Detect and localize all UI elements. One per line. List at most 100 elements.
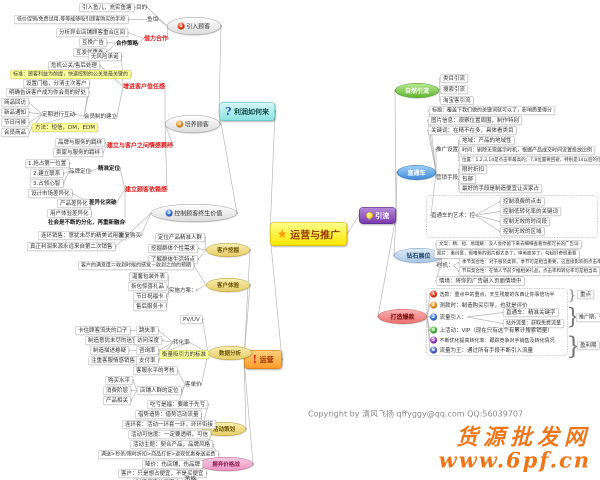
node-loss-is-gain[interactable]: 吃亏是福：要敢于先亏 (147, 400, 208, 409)
node-service-assessment[interactable]: 客服水平的考核 (133, 366, 178, 375)
node-promo-ranking[interactable]: 满送>秒杀/限时折扣>商品打折>返现优惠券送运费 (98, 450, 219, 459)
node-customer-mining[interactable]: 客户挖掘 (206, 243, 250, 257)
node-fill-pond[interactable]: 引入鱼儿，充实鱼塘 (79, 3, 135, 12)
node-diamond-timing[interactable]: 时机： (437, 262, 454, 269)
node-new-item-notice[interactable]: 新品通知 (1, 108, 29, 117)
node-data-analysis[interactable]: 数据分析 (208, 346, 252, 360)
node-target-crowd[interactable]: 定位产品精准人群 (155, 233, 205, 242)
node-build-reliance[interactable]: 建立顾客依赖感 (125, 186, 168, 193)
node-member-benefit[interactable]: 明确告诉客户成为你会员的好处 (6, 88, 89, 97)
node-season-fit[interactable]: 季节契合性：对于服装类目，季节可是相当重要，这直接影响到点击率 (459, 258, 600, 267)
node-control-invalid-time[interactable]: 控制无效的时间段 (500, 217, 550, 226)
node-pay-tip[interactable]: 注重客服情感销售 (88, 356, 138, 365)
node-avoid-price-war[interactable]: 摒弃价格战 (199, 457, 253, 471)
node-regular-interaction[interactable]: 定期进行互动 (42, 111, 75, 118)
node-consult-tip[interactable]: 制造描述悬疑 (90, 346, 129, 355)
node-make-bargain[interactable]: 最好的手段是制造便宜让买家占 (459, 184, 542, 193)
node-diamond-booth[interactable]: 钻石展位 (394, 248, 443, 263)
node-position-step2[interactable]: 2.建立联系 (30, 169, 64, 178)
node-operations[interactable]: !运营 (244, 350, 282, 369)
node-diamond-scene[interactable]: 情境：将你的广告融入页面情境中 (436, 276, 525, 286)
node-position-step1[interactable]: 1.抢占第一位置 (25, 159, 70, 168)
node-flash-sale[interactable]: 限时折扣 (459, 165, 487, 174)
node-society-split-merge[interactable]: 社会是不断的分化，再重新融合 (48, 219, 125, 226)
node-leverage-coop[interactable]: 借力合作 (144, 35, 169, 42)
node-ux-diff[interactable]: 用户体验差异化 (47, 209, 92, 218)
node-taoke-traffic[interactable]: 淘宝客引流 (440, 96, 474, 105)
node-precise-positioning[interactable]: 精准定位 (98, 165, 120, 172)
node-visit-depth[interactable]: 访问深度 (134, 336, 162, 345)
node-warm-packaging[interactable]: 温馨包装外表 (129, 272, 168, 281)
node-mine-needs[interactable]: 挖掘群体个性需求 (148, 244, 198, 253)
node-campaign-theme[interactable]: 活动主题：契合产品，品牌风格 (130, 440, 213, 449)
node-member-goods[interactable]: 会员商品 (1, 128, 29, 137)
node-second-sale-profit[interactable]: 真正利润来源永远来自第二次销售 (27, 242, 116, 251)
node-holiday-card[interactable]: 节日祝福卡 (133, 292, 167, 301)
node-coop-strategy[interactable]: 合作策略 (116, 40, 138, 47)
node-member-threshold[interactable]: 设置门槛，分清主次客户 (23, 79, 90, 88)
node-shop-crowd-positioning[interactable]: 店铺人群的定位 (137, 386, 182, 395)
node-ztc-image[interactable]: 图片信息：观察位置周围，制作特别 (428, 116, 522, 125)
node-ztc-keyword[interactable]: 关键词：在精不在多，具体看类目 (428, 126, 517, 135)
node-membership-system[interactable]: 会员制的建立 (84, 113, 117, 120)
node-aftersale-card[interactable]: 售后服务卡 (133, 302, 167, 311)
node-traffic[interactable]: 引流 (359, 207, 396, 224)
node-attraction-standard[interactable]: 衡量吸引力的标准 (159, 350, 209, 359)
node-festival-fit[interactable]: 节日契合性：在情人节前夕推相关礼品，点击率和转化率可是相当高 (459, 267, 600, 276)
node-bait-methods[interactable]: 低价促销/免费试用,等等能够吸引顾客购买的手段 (14, 15, 129, 24)
node-pay-rate[interactable]: 支付率 (136, 356, 159, 365)
node-ztc-art[interactable]: 直通车的艺术：控 (431, 212, 475, 219)
node-interaction-method[interactable]: 方法：短信，DM，EDM (32, 123, 98, 132)
node-control-low-conversion[interactable]: 控制低转化率的关键词 (500, 207, 561, 216)
node-bounce-rate[interactable]: 跳失率 (136, 326, 159, 335)
node-profit-source[interactable]: ?利润如何来 (219, 102, 275, 121)
node-customer-bargain-mind[interactable]: 客户：只是想占便宜，不是买便宜 (118, 469, 207, 478)
node-ride-momentum[interactable]: 借势造势：借势活动流量 (135, 410, 202, 419)
node-pv-uv[interactable]: PV/UV (180, 315, 203, 324)
node-ztc-title[interactable]: 标题：覆盖下我们做的关键词就可以了，影响质量得分 (429, 106, 555, 115)
node-campaign-credibility[interactable]: 活动可信度：一定要透明，可信 (128, 430, 211, 439)
node-ztc-region[interactable]: 地域：产品的地域性 (459, 136, 515, 145)
node-search-traffic[interactable]: 搜索引流 (440, 85, 468, 94)
node-seller-bond[interactable]: 卖家与服务的羁绊 (53, 148, 103, 157)
node-chain-campaigns[interactable]: 连环套：活动一环套一环，环环衔接 (122, 420, 216, 429)
node-consult-rate[interactable]: 咨询率 (136, 346, 159, 355)
node-strategy[interactable]: 策略 (185, 476, 196, 480)
node-differentiation[interactable]: 差异化突破 (89, 199, 117, 206)
node-implementation-plan[interactable]: 实施方案： (169, 287, 197, 294)
node-tag-promotion-phase[interactable]: 推广期，引爆 (576, 313, 600, 322)
node-crisis-standard[interactable]: 标准：顾客利益为前提，快速控制的公关是最关键的 (10, 70, 131, 79)
node-ztc-settings[interactable]: 推广设置 (436, 146, 458, 153)
node-tag-key-point[interactable]: 重点 (577, 290, 594, 299)
node-bounce-tip[interactable]: 卡住顾客流失的口子 (75, 326, 131, 335)
node-product-related[interactable]: 产品相关 (103, 396, 131, 405)
node-position-step3[interactable]: 3.占领心智 (30, 179, 64, 188)
node-bait[interactable]: 鱼饵 (147, 16, 158, 23)
node-ztc-marketing[interactable]: 营销手段 (436, 174, 458, 181)
node-build-trust[interactable]: 增进客户信任感 (123, 83, 166, 90)
node-purpose[interactable]: 目的 (136, 4, 147, 11)
node-ztc-precise-keyword[interactable]: 直通车：精准关键字 (503, 308, 559, 317)
node-product-diff[interactable]: 产品差异化 (57, 199, 91, 208)
node-goods-visit[interactable]: 商品回访 (1, 98, 29, 107)
node-cross-shop-analysis[interactable]: 分析异业店铺顾客重合区间 (56, 28, 128, 37)
node-purchase-level[interactable]: 购买水平 (105, 376, 133, 385)
node-satisfaction-formula[interactable]: 客户的满意度＝收到时候的感觉－收到之前的预期 (78, 261, 194, 270)
node-ztc-time[interactable]: 时间：剔除无需展示时机，根据产品成交时间设置投放比例 (459, 146, 595, 155)
node-hot-item[interactable]: 打造爆款 (378, 309, 427, 324)
node-ztc-position[interactable]: 位置：1,2,3,14是点击率最高的；7,8位置要回避，特别是14以后的位置 (459, 156, 600, 165)
node-avg-order-value[interactable]: 客单价 (185, 381, 202, 388)
node-holiday-greeting[interactable]: 节日问候 (1, 118, 29, 127)
node-category-traffic[interactable]: 类目引流 (440, 74, 468, 83)
node-crisis-pr[interactable]: 危机公关/售后处理 (48, 61, 100, 70)
node-natural-traffic[interactable]: 自然引流 (395, 83, 439, 98)
node-brand-bond[interactable]: 品牌与服务的羁绊 (55, 138, 105, 147)
node-offsite-traffic[interactable]: 站外流量：获取免费流量 (503, 319, 564, 328)
